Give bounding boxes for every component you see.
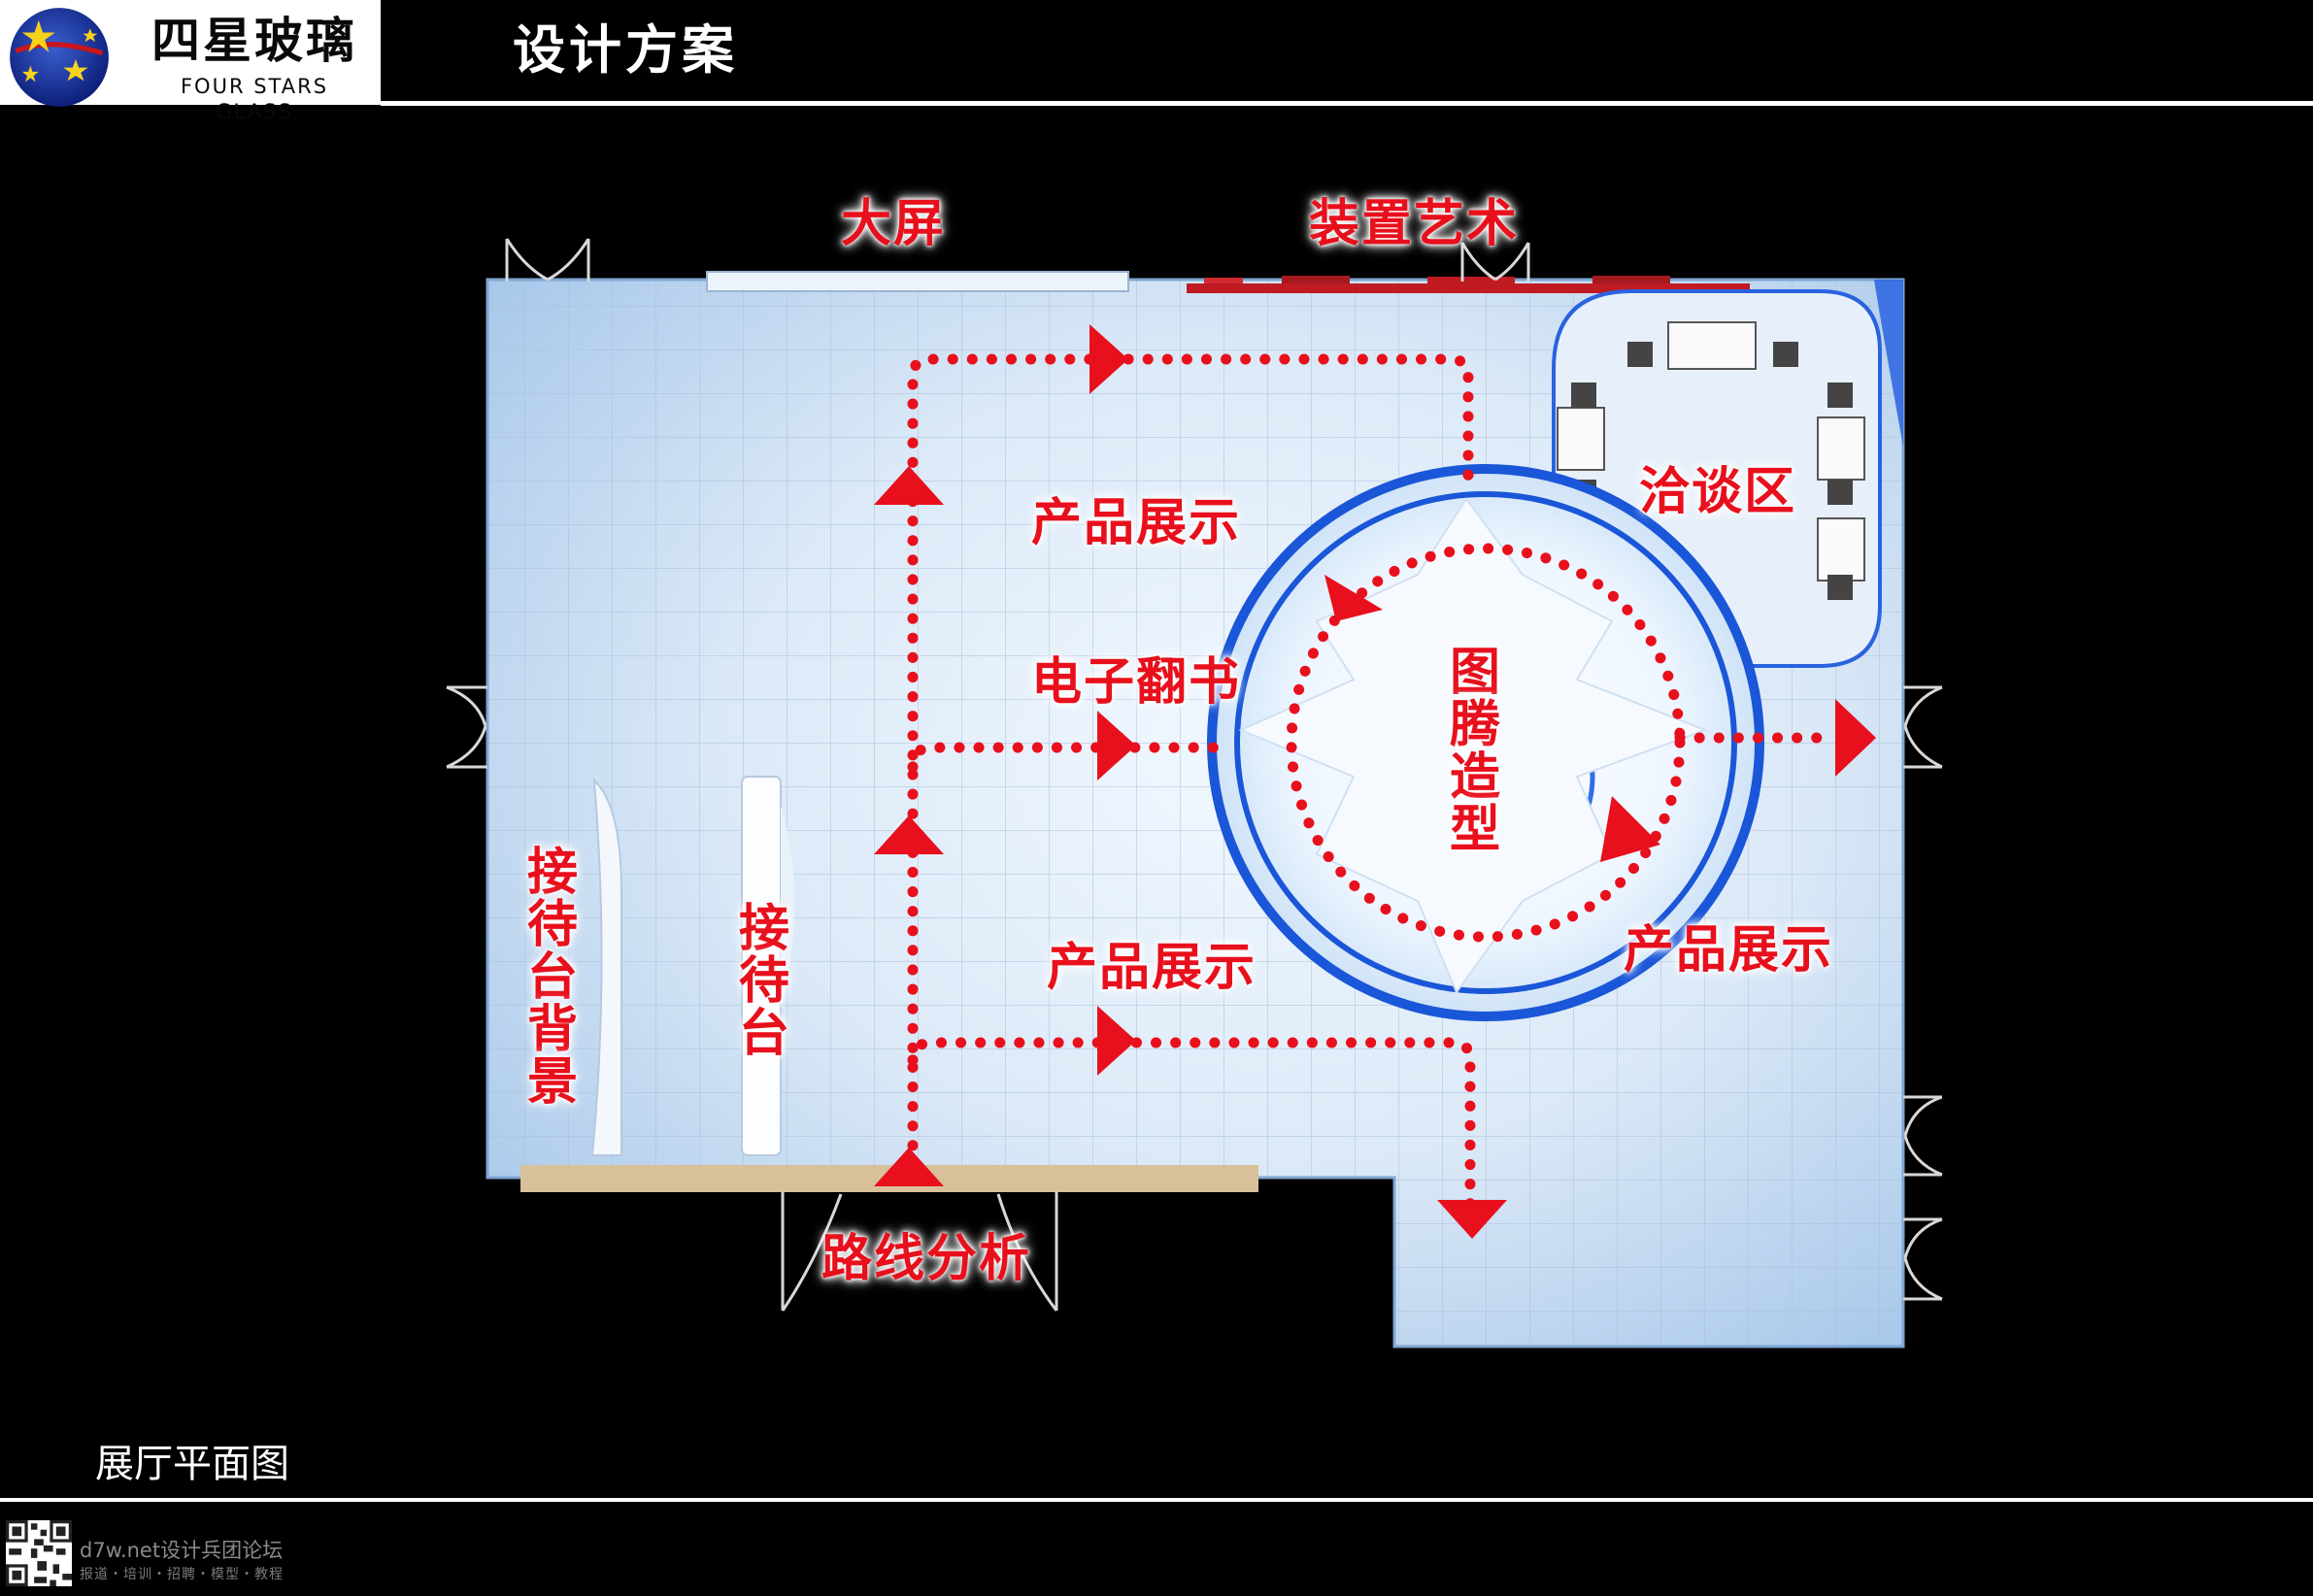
arrow-right-icon [1324,575,1383,621]
watermark-site: d7w.net设计兵团论坛 [80,1539,284,1562]
label-ebook: 电子翻书 [1031,653,1242,712]
label-reception-desk: 接待台 [738,900,791,1063]
label-product-display-top: 产品展示 [1031,494,1242,552]
plan-caption: 展厅平面图 [95,1442,289,1486]
brand-name-en: FOUR STARS GLASS [180,75,329,123]
arrow-right-icon [1097,711,1136,781]
arrow-right-icon [1835,699,1876,777]
arrow-down-icon [1600,796,1660,862]
label-big-screen: 大屏 [841,195,947,253]
page-title: 设计方案 [513,19,738,81]
arrow-up-icon [874,1147,944,1186]
footer-divider [0,1498,2313,1502]
header-bar: 四星玻璃 FOUR STARS GLASS 设计方案 [0,0,2313,123]
arrow-up-icon [874,466,944,505]
arrow-right-icon [1097,1006,1136,1076]
star-logo-icon [10,8,109,107]
label-installation-art: 装置艺术 [1309,195,1520,253]
label-product-display-bottom-left: 产品展示 [1047,939,1257,997]
route-path [907,353,1831,1210]
header-divider [381,101,2313,106]
qr-code-icon [6,1520,72,1586]
arrow-up-icon [874,815,944,854]
installation-art-strip [1187,276,1750,293]
label-negotiation-area: 洽谈区 [1639,463,1797,521]
watermark-tagline: 报道・培训・招聘・模型・教程 [80,1567,284,1582]
label-route-analysis: 路线分析 [821,1230,1032,1288]
label-product-display-bottom-right: 产品展示 [1624,921,1834,980]
arrow-right-icon [1089,324,1128,394]
doors [446,238,1943,1312]
arrow-down-icon [1437,1200,1507,1239]
label-reception-backdrop: 接待台背景 [526,844,580,1112]
label-totem: 图腾造型 [1449,644,1502,859]
brand-name-cn: 四星玻璃 [151,13,357,69]
logo-panel: 四星玻璃 FOUR STARS GLASS [0,0,381,123]
